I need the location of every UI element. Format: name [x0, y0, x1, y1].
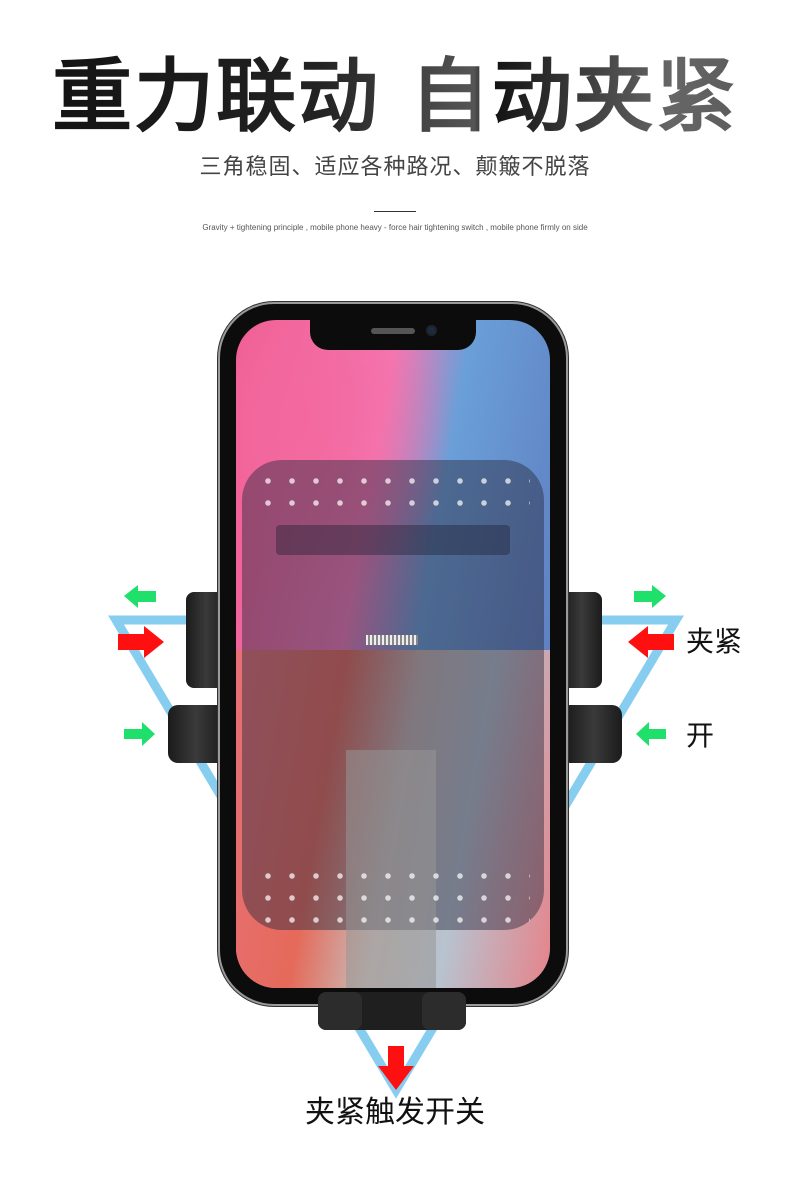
- mount-vent-dots-bottom: [256, 865, 530, 931]
- arrow-down-icon: [378, 1046, 414, 1090]
- left-release-grip: [168, 705, 224, 763]
- trigger-switch-label: 夹紧触发开关: [305, 1095, 485, 1130]
- left-clamp-arm: [186, 592, 226, 688]
- subheadline: 三角稳固、适应各种路况、颠簸不脱落: [199, 155, 591, 180]
- english-description: Gravity + tightening principle , mobile …: [202, 223, 588, 232]
- camera-icon: [426, 325, 437, 336]
- arrow-left-icon: [636, 722, 666, 746]
- phone-screen: [236, 320, 550, 988]
- arrow-right-icon: [634, 585, 666, 608]
- spring-icon: [366, 635, 418, 645]
- arrow-left-icon: [628, 626, 674, 658]
- phone-notch: [310, 320, 476, 350]
- bottom-trigger-base: [318, 992, 466, 1030]
- clamp-label: 夹紧: [686, 625, 743, 658]
- right-clamp-arm: [562, 592, 602, 688]
- arrow-right-icon: [124, 722, 155, 746]
- speaker-icon: [371, 328, 415, 334]
- open-label: 开: [686, 719, 715, 752]
- mount-vent-dots: [256, 470, 530, 520]
- right-release-grip: [566, 705, 622, 763]
- arrow-right-icon: [118, 626, 164, 658]
- divider: [374, 211, 416, 212]
- arrow-left-icon: [124, 585, 156, 608]
- phone: [220, 304, 566, 1004]
- headline: 重力联动 自动夹紧: [0, 52, 790, 142]
